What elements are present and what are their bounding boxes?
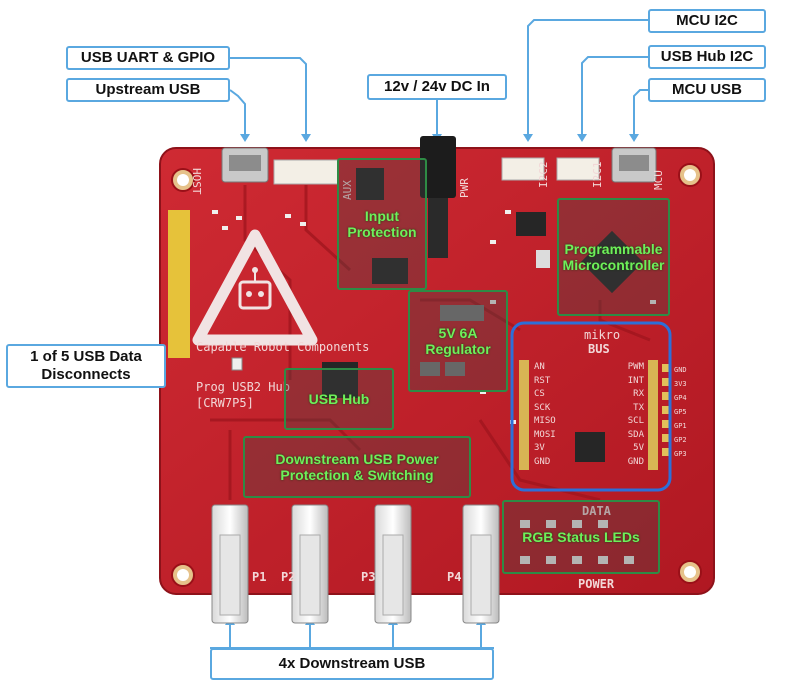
mikrobus-pin-label: GND — [627, 456, 644, 467]
silk-i2c1: I2C1 — [591, 161, 604, 189]
silk-mikro: mikro — [584, 328, 621, 342]
mikrobus-right-pins: PWM INT RX TX SCL SDA 5V GND — [618, 361, 644, 469]
mikrobus-pin-label: AN — [534, 362, 545, 372]
callout-usb-data-disconnects: 1 of 5 USB Data Disconnects — [6, 344, 166, 388]
zone-programmable-mcu: Programmable Microcontroller — [557, 198, 670, 316]
gpio-pins — [662, 364, 670, 456]
mikrobus-left-header — [519, 360, 529, 470]
silk-port-p2: P2 — [281, 570, 296, 584]
zone-rgb-leds-label: RGB Status LEDs — [522, 529, 640, 545]
callout-downstream-usb: 4x Downstream USB — [210, 648, 494, 680]
silk-port-p1: P1 — [252, 570, 267, 584]
reset-button — [536, 250, 550, 268]
silk-bus: BUS — [588, 342, 610, 356]
silk-power: POWER — [578, 577, 615, 591]
mikrobus-pin-label: SCK — [534, 402, 551, 413]
mikrobus-pin-label: SCL — [627, 416, 644, 426]
silk-host: HOST — [190, 168, 203, 195]
mikrobus-pin-label: SDA — [627, 429, 644, 440]
zone-input-protection: Input Protection — [337, 158, 427, 290]
silk-pwr: PWR — [458, 178, 471, 198]
mikrobus-left-pins: AN RST CS SCK MISO MOSI 3V GND — [534, 361, 556, 469]
zone-downstream-protection-label: Downstream USB Power Protection & Switch… — [275, 451, 439, 483]
gpio-labels: GND 3V3 GP4 GP5 GP1 GP2 GP3 — [674, 363, 687, 461]
mikrobus-pin-label: RST — [534, 375, 551, 386]
dc-jack — [420, 136, 456, 198]
zone-downstream-protection: Downstream USB Power Protection & Switch… — [243, 436, 471, 498]
silk-code: [CRW7P5] — [196, 396, 254, 410]
gpio-label: GP1 — [674, 422, 687, 430]
silk-i2c2: I2C2 — [537, 161, 550, 189]
mikrobus-pin-label: INT — [627, 375, 644, 386]
mikrobus-pin-label: 5V — [633, 443, 644, 453]
callout-mcu-usb: MCU USB — [648, 78, 766, 102]
gpio-label: GP5 — [674, 408, 687, 416]
mikrobus-outline — [510, 321, 672, 492]
callout-upstream-usb: Upstream USB — [66, 78, 230, 102]
silk-port-p4: P4 — [447, 570, 462, 584]
zone-programmable-mcu-label: Programmable Microcontroller — [562, 241, 665, 273]
mikrobus-pin-label: MISO — [534, 416, 556, 426]
mikrobus-pin-label: MOSI — [534, 429, 556, 440]
zone-input-protection-label: Input Protection — [347, 208, 417, 240]
silk-data: DATA — [582, 504, 611, 518]
data-disconnect-marker — [231, 357, 243, 371]
zone-usb-hub-label: USB Hub — [308, 391, 370, 407]
zone-regulator: 5V 6A Regulator — [408, 290, 508, 392]
mcu-i2c-connector — [501, 157, 545, 181]
gpio-label: GP3 — [674, 450, 687, 458]
mikrobus-pin-label: CS — [534, 389, 545, 399]
downstream-usb-ports — [211, 504, 500, 624]
zone-regulator-label: 5V 6A Regulator — [425, 325, 491, 357]
silk-mcu: MCU — [652, 170, 665, 190]
robot-logo — [192, 229, 318, 346]
silk-company: Capable Robot Components — [196, 340, 370, 354]
zone-usb-hub: USB Hub — [284, 368, 394, 430]
hub-i2c-connector — [556, 157, 600, 181]
callout-dc-in: 12v / 24v DC In — [367, 74, 507, 100]
silk-product: Prog USB2 Hub — [196, 380, 290, 394]
silk-port-p3: P3 — [361, 570, 376, 584]
mikrobus-right-header — [648, 360, 658, 470]
callout-mcu-i2c: MCU I2C — [648, 9, 766, 33]
zone-rgb-leds: RGB Status LEDs — [502, 500, 660, 574]
gpio-label: 3V3 — [674, 380, 687, 388]
mikrobus-pin-label: TX — [633, 402, 644, 413]
gpio-label: GND — [674, 366, 687, 374]
mikrobus-pin-label: 3V — [534, 443, 545, 453]
gold-edge-pads — [168, 210, 190, 358]
callout-usb-uart-gpio: USB UART & GPIO — [66, 46, 230, 70]
mikrobus-pin-label: RX — [633, 389, 644, 399]
mikrobus-pin-label: PWM — [627, 362, 644, 372]
smd-components — [212, 210, 656, 564]
mounting-holes — [171, 163, 702, 587]
gpio-label: GP2 — [674, 436, 687, 444]
mikrobus-pin-label: GND — [534, 456, 551, 467]
callout-usb-hub-i2c: USB Hub I2C — [648, 45, 766, 69]
gpio-label: GP4 — [674, 394, 687, 402]
uart-gpio-connector — [273, 159, 339, 185]
